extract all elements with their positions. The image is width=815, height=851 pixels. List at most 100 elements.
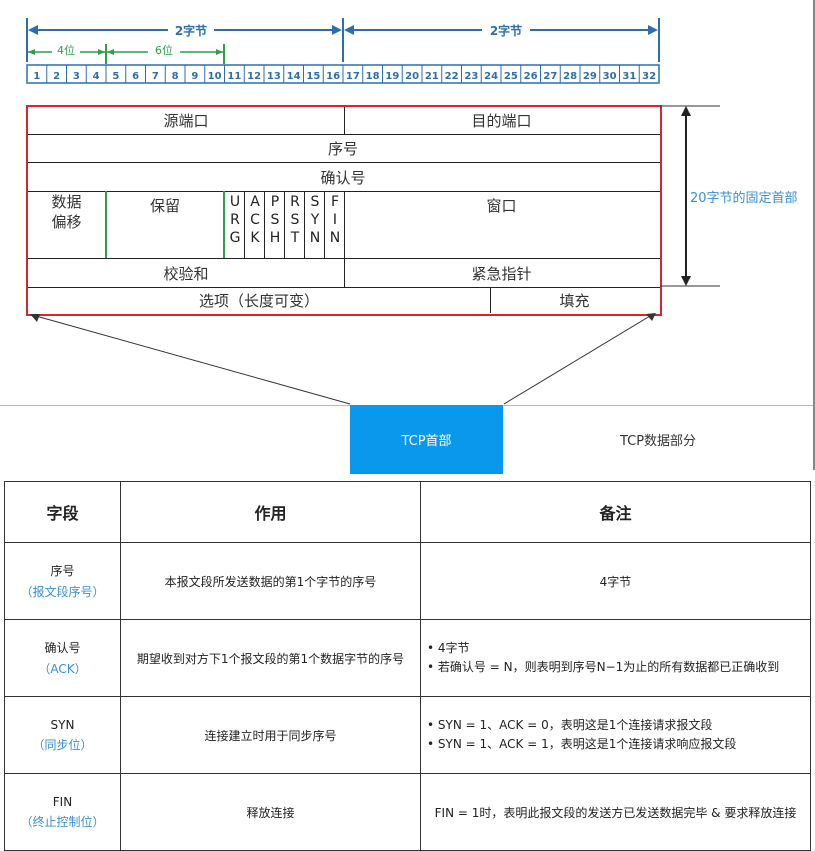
span-4bit-label: 4位: [57, 43, 75, 57]
bit-number: 23: [464, 71, 478, 82]
flag-letter: I: [332, 212, 338, 228]
note-bullet: 4字节: [427, 639, 809, 658]
field-name: FIN: [52, 794, 73, 809]
bit-number: 32: [642, 71, 656, 82]
bit-number: 26: [524, 71, 538, 82]
bit-number: 8: [172, 71, 179, 82]
flag-letter: H: [269, 230, 281, 246]
bit-number: 20: [405, 71, 419, 82]
flag-letter: S: [270, 212, 280, 228]
flag-letter: N: [329, 230, 341, 246]
bit-number: 14: [287, 71, 301, 82]
bit-number: 3: [73, 71, 80, 82]
field-window: 窗口: [486, 196, 517, 215]
field-data-offset: 数据 偏移: [51, 193, 82, 231]
flag-letter: C: [250, 212, 260, 228]
bit-number: 19: [385, 71, 399, 82]
field-name: 序号: [50, 564, 75, 578]
flag-letter: Y: [310, 212, 320, 228]
field-role-cell: 释放连接: [120, 773, 421, 851]
bit-number: 25: [504, 71, 518, 82]
field-notes-cell: SYN = 1、ACK = 0，表明这是1个连接请求报文段SYN = 1、ACK…: [420, 696, 811, 774]
field-dest-port: 目的端口: [471, 112, 532, 130]
bit-number: 31: [622, 71, 636, 82]
tcp-header-box: TCP首部: [350, 405, 503, 474]
flag-letter: G: [229, 230, 241, 246]
tcp-header-frame: [26, 105, 662, 316]
table-header-notes: 备注: [420, 481, 811, 543]
bit-number: 22: [445, 71, 459, 82]
bit-number: 5: [112, 71, 119, 82]
flag-letter: A: [250, 194, 260, 210]
field-subtitle: （ACK）: [38, 662, 87, 676]
field-name: 确认号: [44, 641, 81, 655]
flag-letter: R: [290, 194, 300, 210]
tcp-data-box: TCP数据部分: [619, 434, 697, 449]
flag-letter: F: [330, 194, 340, 210]
field-padding: 填充: [559, 292, 590, 310]
field-name: SYN: [50, 717, 75, 732]
field-name-cell: FIN （终止控制位）: [4, 773, 121, 851]
bit-number: 16: [326, 71, 340, 82]
field-urgent-pointer: 紧急指针: [471, 264, 532, 283]
bit-number: 27: [543, 71, 557, 82]
flag-letter: P: [270, 194, 280, 210]
fixed-header-bracket: [660, 105, 720, 287]
field-role-cell: 连接建立时用于同步序号: [120, 696, 421, 774]
bit-number: 24: [484, 71, 498, 82]
note-bullet: 若确认号 = N，则表明到序号N−1为止的所有数据都已正确收到: [427, 658, 809, 677]
expansion-lines: [30, 313, 656, 405]
bit-number: 29: [583, 71, 597, 82]
bit-number: 7: [152, 71, 159, 82]
flag-letter: S: [290, 212, 300, 228]
field-source-port: 源端口: [163, 112, 209, 130]
ruler-left-label: 2字节: [175, 23, 207, 38]
field-name-cell: 确认号 （ACK）: [4, 619, 121, 697]
field-notes-cell: 4字节若确认号 = N，则表明到序号N−1为止的所有数据都已正确收到: [420, 619, 811, 697]
flag-letter: R: [230, 212, 240, 228]
bit-number: 18: [366, 71, 380, 82]
table-row: SYN（同步位）连接建立时用于同步序号SYN = 1、ACK = 0，表明这是1…: [4, 696, 811, 774]
flag-letter: N: [309, 230, 321, 246]
ruler-right-label: 2字节: [490, 23, 522, 38]
note-bullet: SYN = 1、ACK = 0，表明这是1个连接请求报文段: [427, 716, 809, 735]
bit-number: 15: [306, 71, 320, 82]
bit-number: 11: [227, 71, 241, 82]
table-header-field: 字段: [4, 481, 121, 543]
bit-number: 28: [563, 71, 577, 82]
table-row: 确认号（ACK）期望收到对方下1个报文段的第1个数据字节的序号4字节若确认号 =…: [4, 619, 811, 697]
bit-number: 4: [93, 71, 100, 82]
table-header-role: 作用: [120, 481, 421, 543]
field-subtitle: （终止控制位）: [20, 814, 105, 829]
bit-number: 12: [247, 71, 261, 82]
note-bullet: SYN = 1、ACK = 1，表明这是1个连接请求响应报文段: [427, 735, 809, 754]
field-name-cell: 序号 （报文段序号）: [4, 542, 121, 620]
field-role-cell: 期望收到对方下1个报文段的第1个数据字节的序号: [120, 619, 421, 697]
bit-number: 1: [33, 71, 40, 82]
bit-number: 2: [53, 71, 60, 82]
bit-number: 13: [267, 71, 281, 82]
bit-number: 9: [191, 71, 198, 82]
field-checksum: 校验和: [163, 264, 209, 283]
field-subtitle: （报文段序号）: [20, 585, 105, 599]
flag-letter: U: [229, 194, 241, 210]
field-options: 选项（长度可变）: [198, 292, 319, 310]
bit-number: 6: [132, 71, 139, 82]
bit-number: 10: [208, 71, 222, 82]
flag-letter: T: [290, 230, 300, 246]
field-notes-cell: 4字节: [420, 542, 811, 620]
bit-number: 30: [603, 71, 617, 82]
field-role-cell: 本报文段所发送数据的第1个字节的序号: [120, 542, 421, 620]
flag-letter: S: [310, 194, 320, 210]
field-subtitle: （同步位）: [32, 737, 93, 752]
flag-letter: K: [250, 230, 260, 246]
